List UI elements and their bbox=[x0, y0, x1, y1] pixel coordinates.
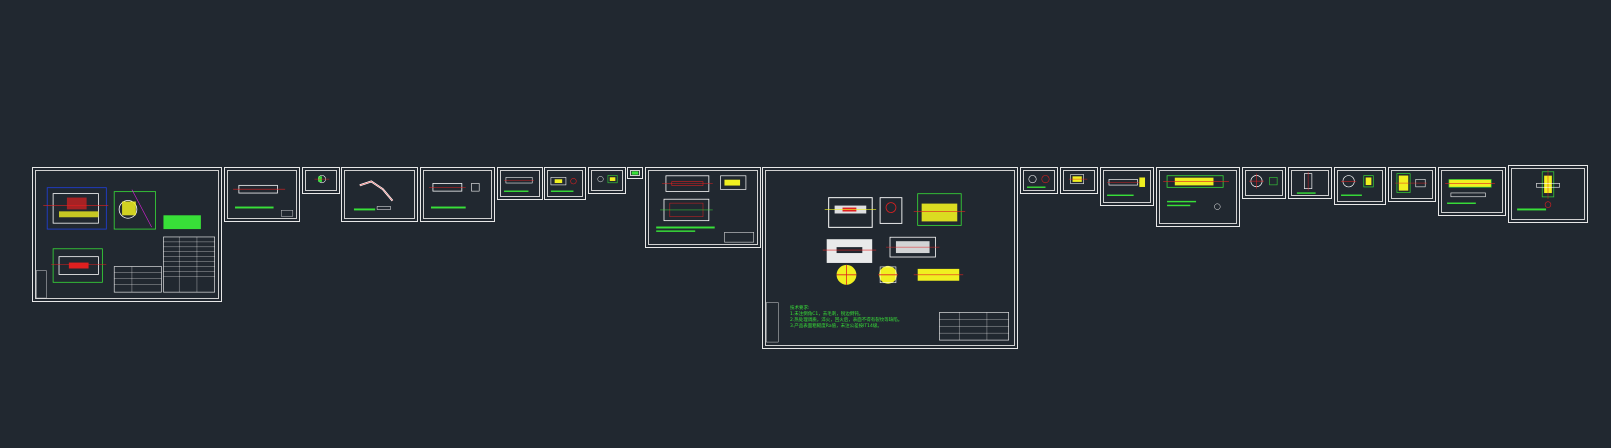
drawing-frame bbox=[305, 170, 337, 191]
drawing-frame bbox=[500, 170, 540, 197]
sheet-03[interactable] bbox=[302, 167, 340, 194]
sheet-10[interactable] bbox=[645, 167, 761, 248]
part-geometry bbox=[597, 175, 618, 184]
note-line-2: 2.热处理调质，淬火，回火后，表面不得有裂纹等缺陷。 bbox=[790, 318, 903, 323]
drawing-frame bbox=[630, 170, 640, 176]
sheet-18[interactable] bbox=[1334, 167, 1386, 205]
drawing-frame bbox=[547, 170, 583, 197]
part-geometry bbox=[233, 184, 294, 217]
drawing-frame bbox=[1291, 170, 1329, 196]
notes-title: 技术要求: bbox=[790, 306, 810, 311]
part-geometry bbox=[429, 183, 480, 209]
note-line-3: 3.产品表面粗糙度Ra值，未注公差按IT14级。 bbox=[790, 324, 882, 329]
part-geometry bbox=[504, 177, 535, 192]
sheet-13[interactable] bbox=[1060, 167, 1098, 194]
drawing-frame bbox=[423, 170, 492, 219]
drawing-frame bbox=[1337, 170, 1383, 202]
sheet-17[interactable] bbox=[1288, 167, 1332, 199]
drawing-frame bbox=[1245, 170, 1283, 196]
drawing-frame bbox=[1023, 170, 1055, 191]
sheet-08[interactable] bbox=[588, 167, 626, 194]
note-line-1: 1.未注倒角C1，去毛刺，锐边倒钝。 bbox=[790, 312, 864, 317]
part-geometry bbox=[1068, 174, 1088, 185]
part-geometry bbox=[631, 171, 639, 175]
drawing-frame bbox=[1159, 170, 1237, 224]
technical-requirements-notes: 技术要求: 1.未注倒角C1，去毛刺，锐边倒钝。 2.热处理调质，淬火，回火后，… bbox=[790, 306, 940, 330]
part-geometry bbox=[1445, 179, 1496, 204]
sheet-assembly[interactable] bbox=[32, 167, 222, 302]
part-geometry bbox=[1341, 175, 1374, 196]
sheet-16[interactable] bbox=[1242, 167, 1286, 199]
sheet-14[interactable] bbox=[1100, 167, 1154, 206]
part-geometry bbox=[353, 180, 394, 211]
drawing-frame bbox=[1511, 168, 1585, 220]
drawing-frame bbox=[1441, 170, 1503, 213]
part-geometry bbox=[1395, 173, 1428, 193]
part-geometry bbox=[1163, 175, 1229, 210]
drawing-frame bbox=[227, 170, 297, 219]
sheet-19[interactable] bbox=[1388, 167, 1436, 202]
sheet-05[interactable] bbox=[420, 167, 495, 222]
part-geometry bbox=[1296, 171, 1316, 194]
sheet-09[interactable] bbox=[627, 167, 643, 179]
drawing-frame bbox=[35, 170, 219, 299]
part-geometry bbox=[314, 175, 330, 184]
part-geometry bbox=[1107, 177, 1146, 196]
drawing-frame bbox=[591, 170, 623, 191]
drawing-frame bbox=[1103, 170, 1151, 203]
part-geometry bbox=[1026, 175, 1050, 188]
sheet-04[interactable] bbox=[341, 167, 418, 222]
part-geometry bbox=[656, 175, 754, 243]
drawing-frame bbox=[1063, 170, 1095, 191]
drawing-frame bbox=[648, 170, 758, 245]
sheet-07[interactable] bbox=[544, 167, 586, 200]
part-geometry bbox=[1517, 169, 1560, 211]
drawing-frame bbox=[344, 170, 415, 219]
sheet-main[interactable] bbox=[762, 167, 1018, 349]
part-geometry bbox=[550, 177, 577, 192]
part-geometry bbox=[1249, 173, 1278, 189]
sheet-20[interactable] bbox=[1438, 167, 1506, 216]
sheet-21[interactable] bbox=[1508, 165, 1588, 223]
drawing-frame bbox=[1391, 170, 1433, 199]
sheet-12[interactable] bbox=[1020, 167, 1058, 194]
main-part-geometry bbox=[766, 193, 1009, 343]
assembly-geometry bbox=[36, 187, 215, 299]
sheet-02[interactable] bbox=[224, 167, 300, 222]
sheet-15[interactable] bbox=[1156, 167, 1240, 227]
drawing-frame bbox=[765, 170, 1015, 346]
sheet-06[interactable] bbox=[497, 167, 543, 200]
